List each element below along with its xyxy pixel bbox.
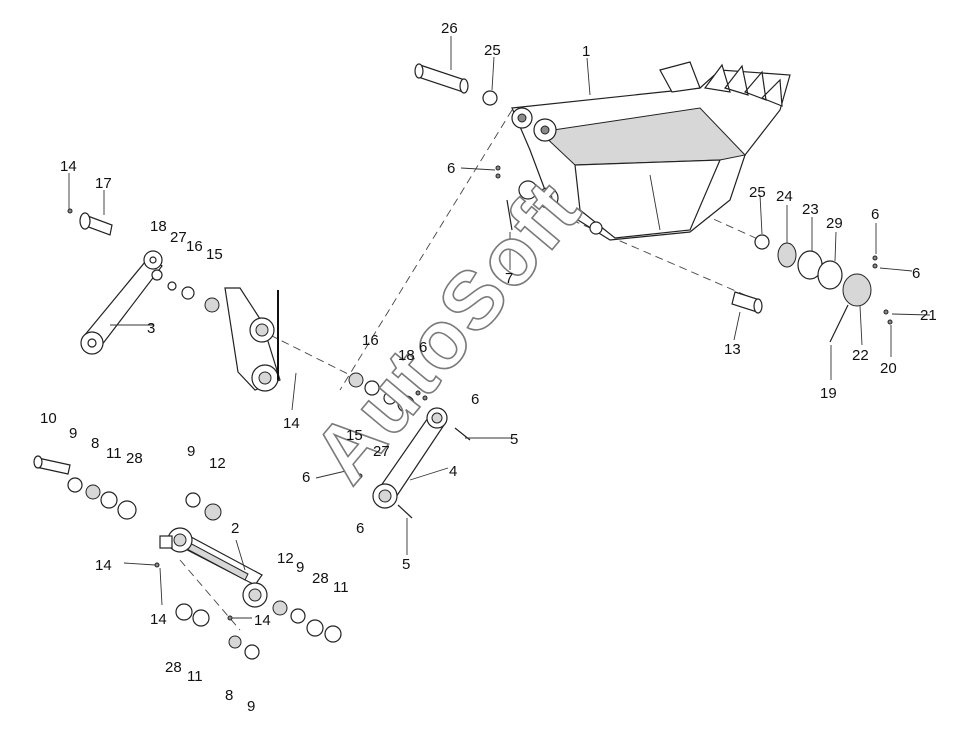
callout-label: 19 [820,385,837,402]
link-arm [80,250,163,355]
callout-label: 2 [231,520,239,537]
callout-label: 6 [356,520,364,537]
callout-label: 8 [225,687,233,704]
callout-label: 9 [296,559,304,576]
callout-label: 24 [776,188,793,205]
callout-label: 6 [419,339,427,356]
watermark-text: AutoSoft [296,164,598,500]
axis-line [179,559,241,631]
callout-label: 6 [871,206,879,223]
axis-line [269,334,361,381]
callout-label: 9 [187,443,195,460]
callout-label: 26 [441,20,458,37]
callout-label: 14 [150,611,167,628]
axis-line [339,109,513,391]
callout-label: 11 [333,579,349,596]
callout-label: 6 [471,391,479,408]
callout-label: 6 [302,469,310,486]
callout-label: 6 [447,160,455,177]
hardware [33,63,893,660]
callout-label: 17 [95,175,112,192]
callout-label: 12 [277,550,294,567]
callout-label: 29 [826,215,843,232]
callout-label: 7 [505,270,513,287]
callout-label: 27 [170,229,187,246]
callout-label: 18 [398,347,415,364]
callout-label: 23 [802,201,819,218]
hydraulic-cylinder [159,527,268,608]
callout-label: 10 [40,410,57,427]
callout-label: 11 [187,668,203,685]
callout-label: 15 [346,427,363,444]
leader-lines [68,36,931,619]
callout-label: 16 [362,332,379,349]
callout-label: 14 [254,612,271,629]
callout-label: 18 [150,218,167,235]
stick-end [224,287,281,392]
callout-label: 14 [95,557,112,574]
callout-label: 28 [165,659,182,676]
callout-label: 6 [912,265,920,282]
callout-label: 9 [69,425,77,442]
callout-label: 15 [206,246,223,263]
callout-label: 1 [582,43,590,60]
callout-label: 28 [126,450,143,467]
callout-label: 22 [852,347,869,364]
callout-label: 8 [91,435,99,452]
callout-label: 28 [312,570,329,587]
callout-label: 5 [402,556,410,573]
callout-label: 14 [283,415,300,432]
callout-label: 9 [247,698,255,715]
callout-label: 12 [209,455,226,472]
rocker-link [372,407,448,509]
callout-label: 25 [484,42,501,59]
callout-label: 25 [749,184,766,201]
callout-label: 3 [147,320,155,337]
callout-label: 14 [60,158,77,175]
callout-label: 21 [920,307,937,324]
callout-label: 20 [880,360,897,377]
callout-label: 27 [373,443,390,460]
callout-labels: 1 2 3 4 5 5 6 6 6 6 6 6 6 7 8 8 9 9 9 9 … [40,20,937,715]
callout-label: 11 [106,445,122,462]
callout-label: 13 [724,341,741,358]
callout-label: 16 [186,238,203,255]
callout-label: 5 [510,431,518,448]
callout-label: 4 [449,463,457,480]
bucket [511,61,791,241]
